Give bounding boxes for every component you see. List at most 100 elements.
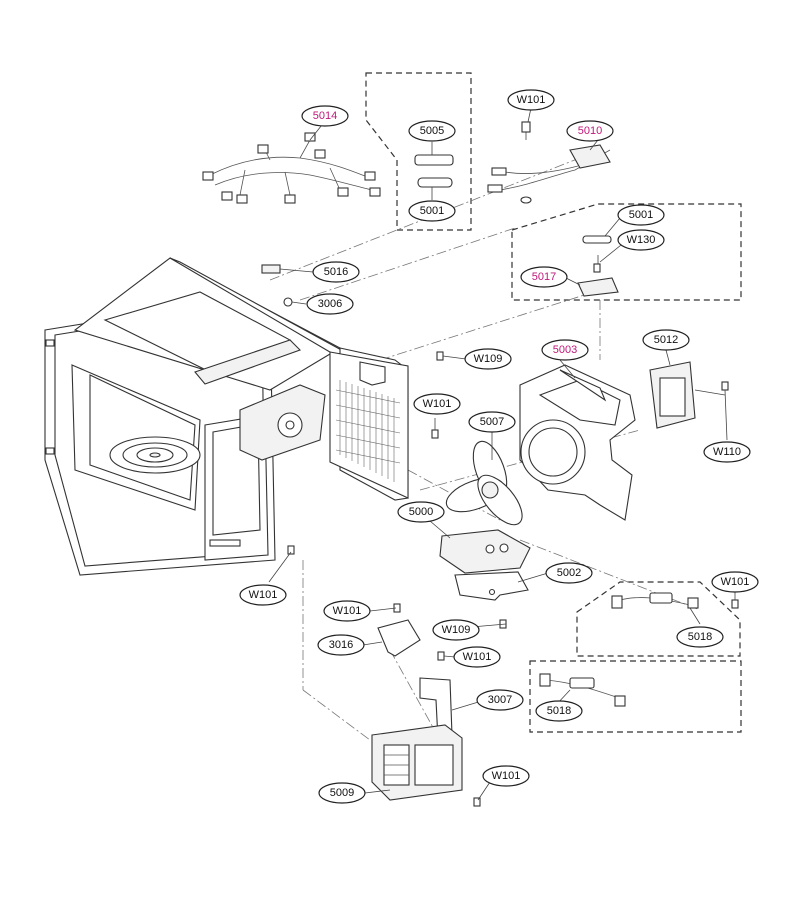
label-oval [541,339,589,361]
part-number-text: 3006 [318,298,342,310]
label-oval [306,293,354,315]
label-oval [453,646,501,668]
part-number-text: 5002 [557,567,581,579]
label-oval [545,562,593,584]
part-number-text: 5016 [324,266,348,278]
label-3006: 3006 [306,293,354,315]
label-oval [535,700,583,722]
label-5007: 5007 [468,411,516,433]
label-W101-right: W101 [711,571,759,593]
label-5016: 5016 [312,261,360,283]
part-number-text: 3016 [329,639,353,651]
fuse-5005 [414,154,454,166]
label-oval [617,204,665,226]
part-number-text: 5010 [578,125,602,137]
group-box-door-switch-upper [576,581,741,657]
label-oval [408,120,456,142]
fuse-5001 [417,177,453,188]
label-W101-top: W101 [507,89,555,111]
part-number-text: W109 [474,353,503,365]
part-number-text: W101 [333,605,362,617]
door-switch-5018-lower [539,673,626,707]
part-number-text: 5014 [313,110,337,122]
part-number-text: 5018 [688,631,712,643]
label-oval [397,501,445,523]
label-oval [566,120,614,142]
part-labels: W101 5014 5005 5010 5001 5001 W130 5016 … [239,89,759,804]
label-3007: 3007 [476,689,524,711]
part-number-text: W101 [423,398,452,410]
group-box-wire-harness [365,72,472,231]
label-oval [317,634,365,656]
vent-panel [329,351,409,499]
part-number-text: 5005 [420,125,444,137]
label-5012: 5012 [642,329,690,351]
magnetron-5009 [371,724,463,801]
label-oval [482,765,530,787]
part-number-text: 3007 [488,694,512,706]
door-switch-5018-upper [611,592,699,609]
thermal-protector-5016 [261,264,281,274]
label-5018-b: 5018 [535,700,583,722]
part-number-text: W101 [492,770,521,782]
bracket-5002 [454,571,529,601]
bracket-3016 [377,619,421,657]
part-number-text: W101 [463,651,492,663]
label-5018-a: 5018 [676,626,724,648]
part-number-text: 5007 [480,416,504,428]
fan-blade-5007 [445,440,523,526]
part-number-text: 5018 [547,705,571,717]
cavity-assembly [44,257,409,576]
label-oval [301,105,349,127]
label-W109-b: W109 [432,619,480,641]
label-5010: 5010 [566,120,614,142]
label-W110: W110 [703,441,751,463]
part-number-text: 5003 [553,344,577,356]
label-W109-a: W109 [464,348,512,370]
label-5017: 5017 [520,266,568,288]
turntable-motor [239,384,326,461]
label-oval [703,441,751,463]
label-5009: 5009 [318,782,366,804]
label-oval [642,329,690,351]
part-number-text: W130 [627,234,656,246]
label-W101-low2: W101 [453,646,501,668]
label-5001-a: 5001 [408,200,456,222]
label-W101-bottom: W101 [482,765,530,787]
fan-duct-5003 [519,364,636,521]
label-5014: 5014 [301,105,349,127]
label-oval [432,619,480,641]
part-number-text: 5001 [420,205,444,217]
label-oval [408,200,456,222]
label-3016: 3016 [317,634,365,656]
label-5000: 5000 [397,501,445,523]
label-W130: W130 [617,229,665,251]
screw-3006 [283,297,293,307]
label-oval [413,393,461,415]
label-oval [464,348,512,370]
label-oval [507,89,555,111]
label-5001-b: 5001 [617,204,665,226]
label-5005: 5005 [408,120,456,142]
capacitor-5000 [439,529,531,574]
label-W101-mid: W101 [413,393,461,415]
label-oval [312,261,360,283]
label-5002: 5002 [545,562,593,584]
lamp-socket-5017 [577,235,619,297]
group-box-door-switch-lower [529,660,742,733]
part-number-text: 5017 [532,271,556,283]
label-W101-left: W101 [239,584,287,606]
leader-lines [268,107,736,801]
wire-harness-5014 [202,132,381,204]
part-number-text: 5000 [409,506,433,518]
part-number-text: W109 [442,624,471,636]
part-number-text: 5009 [330,787,354,799]
fan-motor-5012 [649,361,726,429]
label-W101-low: W101 [323,600,371,622]
label-oval [318,782,366,804]
label-5003: 5003 [541,339,589,361]
label-oval [711,571,759,593]
part-number-text: 5012 [654,334,678,346]
label-oval [617,229,665,251]
